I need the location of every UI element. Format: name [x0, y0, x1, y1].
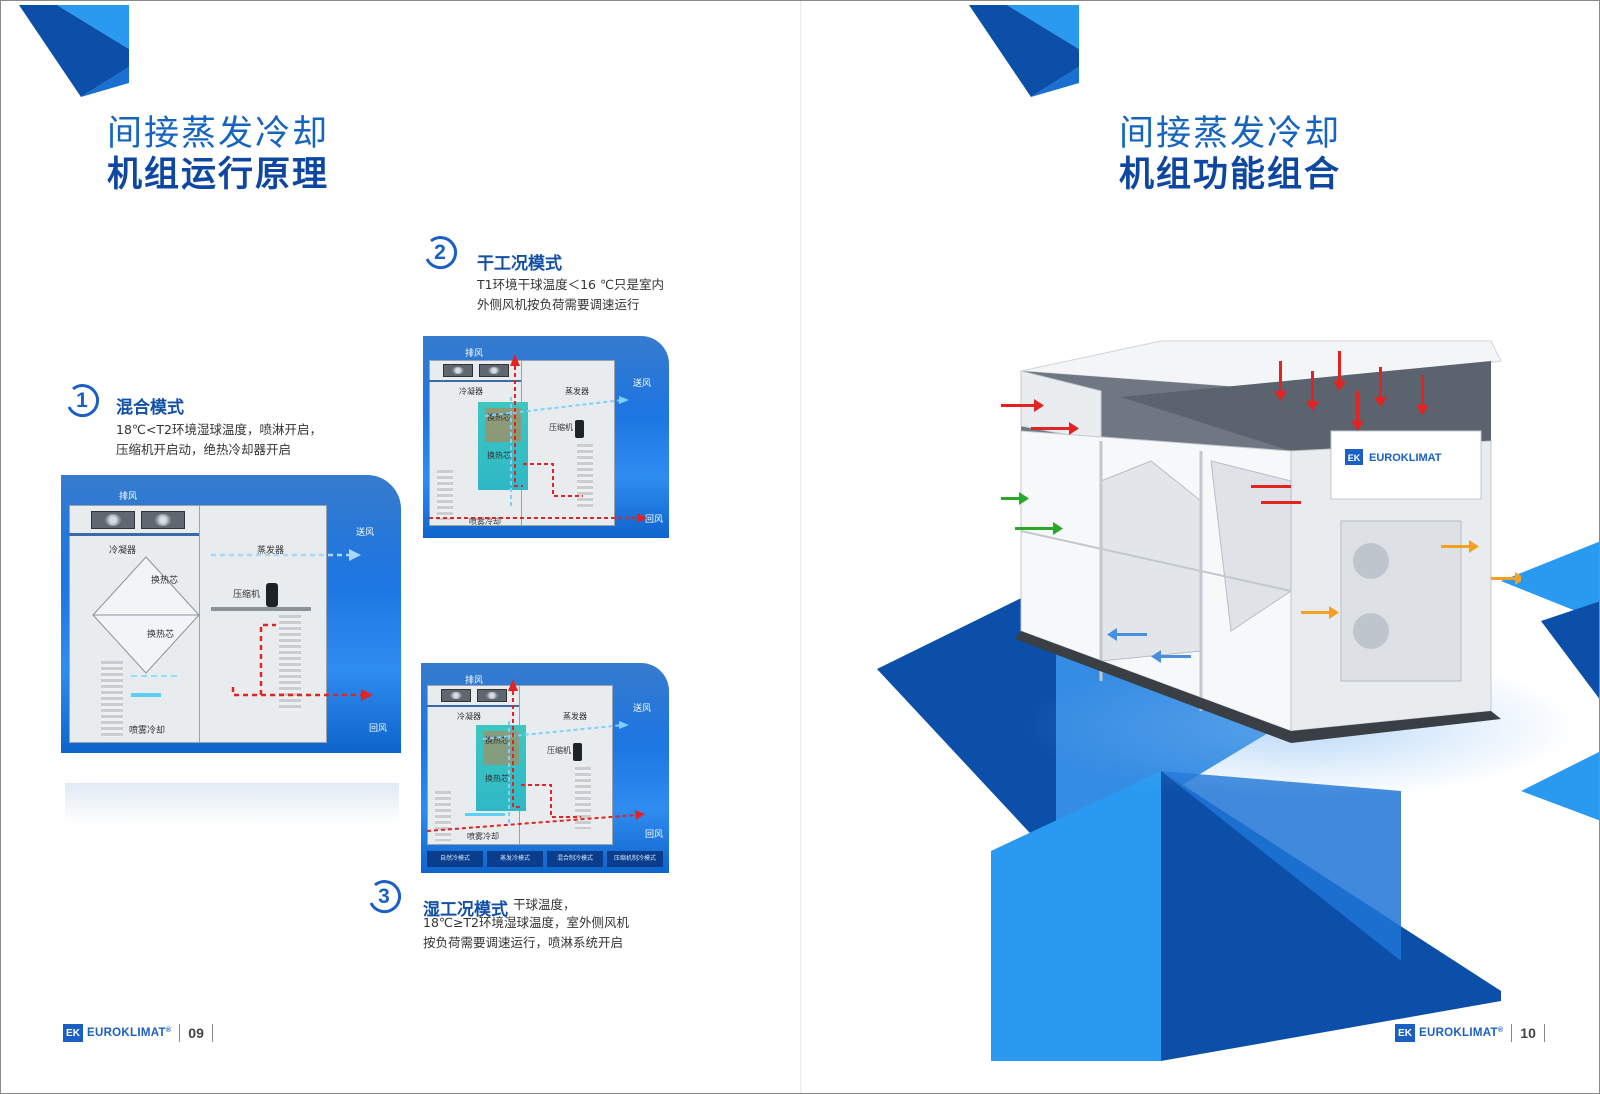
label-heat-core-1: 换热芯 — [151, 576, 179, 586]
mode-3-title: 湿工况模式 — [423, 900, 508, 920]
label-evaporator: 蒸发器 — [257, 546, 285, 556]
label-condenser: 冷凝器 — [457, 712, 481, 721]
label-evaporator: 蒸发器 — [563, 712, 587, 721]
label-spray-cooling: 喷雾冷却 — [129, 726, 166, 736]
mode-2-diagram: 排风 送风 回风 冷凝器 蒸发器 换热芯 换热芯 压缩机 喷雾冷却 — [423, 336, 669, 538]
page-number: 10 — [1520, 1025, 1536, 1041]
label-heat-core-2: 换热芯 — [487, 451, 511, 460]
ahu-unit-illustration: EK EUROKLIMAT — [1001, 340, 1521, 743]
label-exhaust: 排风 — [119, 492, 138, 502]
ek-logo-icon: EK — [1395, 1024, 1415, 1042]
label-heat-core-2: 换热芯 — [147, 630, 175, 640]
label-compressor: 压缩机 — [549, 423, 573, 432]
footer-brand-right: EK EUROKLIMAT® 10 — [1395, 1024, 1549, 1042]
brand-name: EUROKLIMAT® — [1419, 1027, 1504, 1039]
svg-text:1: 1 — [76, 389, 88, 412]
mode-2-desc-line2: 外侧风机按负荷需要调速运行 — [477, 297, 640, 312]
label-return-air: 回风 — [369, 724, 388, 734]
label-evaporator: 蒸发器 — [565, 387, 589, 396]
label-heat-core-2: 换热芯 — [485, 774, 509, 783]
label-supply-air: 送风 — [633, 704, 652, 714]
page-title-line2: 机组功能组合 — [1119, 155, 1342, 195]
mode-2-desc-line1: T1环境干球温度＜16 ℃只是室内 — [477, 277, 665, 292]
page-right: 间接蒸发冷却 机组功能组合 — [801, 1, 1599, 1093]
mode-2-number-badge: 2 — [421, 233, 459, 271]
diagram-mode-tab: 蒸发冷模式 — [487, 851, 543, 867]
label-compressor: 压缩机 — [547, 746, 571, 755]
mode-3-number-badge: 3 — [365, 877, 403, 915]
mode-1-desc-line1: 18℃<T2环境湿球温度，喷淋开启， — [116, 422, 323, 437]
corner-chevron-decoration — [969, 5, 1079, 97]
label-condenser: 冷凝器 — [109, 546, 137, 556]
mode-1-title: 混合模式 — [116, 398, 184, 418]
diagram-mode-tab: 混合制冷模式 — [547, 851, 603, 867]
label-spray-cooling: 喷雾冷却 — [469, 517, 501, 526]
mode-2-title: 干工况模式 — [477, 254, 562, 274]
page-left: 间接蒸发冷却 机组运行原理 1 混合模式 18℃<T2环境湿球温度，喷淋开启， … — [1, 1, 801, 1093]
mode-3-desc-line1: 干球温度， — [513, 897, 576, 912]
label-supply-air: 送风 — [356, 528, 375, 538]
diagram-mode-tab: 自然冷模式 — [427, 851, 483, 867]
svg-text:3: 3 — [378, 885, 390, 908]
condenser-fan-icon — [479, 364, 509, 377]
condenser-fan-icon — [477, 689, 507, 702]
mode-1-diagram: 排风 送风 回风 冷凝器 蒸发器 换热芯 换热芯 压缩机 喷雾冷却 — [61, 475, 401, 753]
svg-text:EK: EK — [1348, 453, 1361, 463]
condenser-fan-icon — [141, 511, 185, 529]
label-supply-air: 送风 — [633, 379, 652, 389]
label-return-air: 回风 — [645, 515, 664, 525]
mode-3-diagram: 排风 送风 回风 冷凝器 蒸发器 换热芯 换热芯 压缩机 喷雾冷却 — [421, 663, 669, 873]
page-title-line1: 间接蒸发冷却 — [107, 114, 330, 154]
ek-logo-icon: EK — [63, 1024, 83, 1042]
label-exhaust: 排风 — [465, 349, 484, 359]
mode-3-desc-line2: 18℃≥T2环境湿球温度，室外侧风机 — [423, 915, 630, 930]
page-title-line1: 间接蒸发冷却 — [1119, 114, 1342, 154]
label-condenser: 冷凝器 — [459, 387, 483, 396]
corner-chevron-decoration — [19, 5, 129, 97]
svg-text:EUROKLIMAT: EUROKLIMAT — [1369, 452, 1442, 464]
page-number: 09 — [188, 1025, 204, 1041]
condenser-fan-icon — [441, 689, 471, 702]
brand-name: EUROKLIMAT® — [87, 1027, 172, 1039]
label-spray-cooling: 喷雾冷却 — [467, 832, 499, 841]
mode-1-number-badge: 1 — [63, 381, 101, 419]
page-gutter — [800, 1, 802, 1093]
condenser-fan-icon — [443, 364, 473, 377]
label-compressor: 压缩机 — [233, 590, 261, 600]
mode-3-desc-line3: 按负荷需要调速运行，喷淋系统开启 — [423, 935, 624, 950]
footer-brand-left: EK EUROKLIMAT® 09 — [63, 1024, 217, 1042]
page-title-line2: 机组运行原理 — [107, 155, 330, 195]
diagram-mode-tab: 压缩机制冷模式 — [607, 851, 663, 867]
label-exhaust: 排风 — [465, 676, 484, 686]
mode-1-desc-line2: 压缩机开启动，绝热冷却器开启 — [116, 442, 292, 457]
label-heat-core-1: 换热芯 — [487, 413, 511, 422]
label-return-air: 回风 — [645, 830, 664, 840]
svg-text:2: 2 — [434, 241, 446, 264]
label-heat-core-1: 换热芯 — [485, 736, 509, 745]
diagram-reflection — [65, 783, 399, 825]
condenser-fan-icon — [91, 511, 135, 529]
